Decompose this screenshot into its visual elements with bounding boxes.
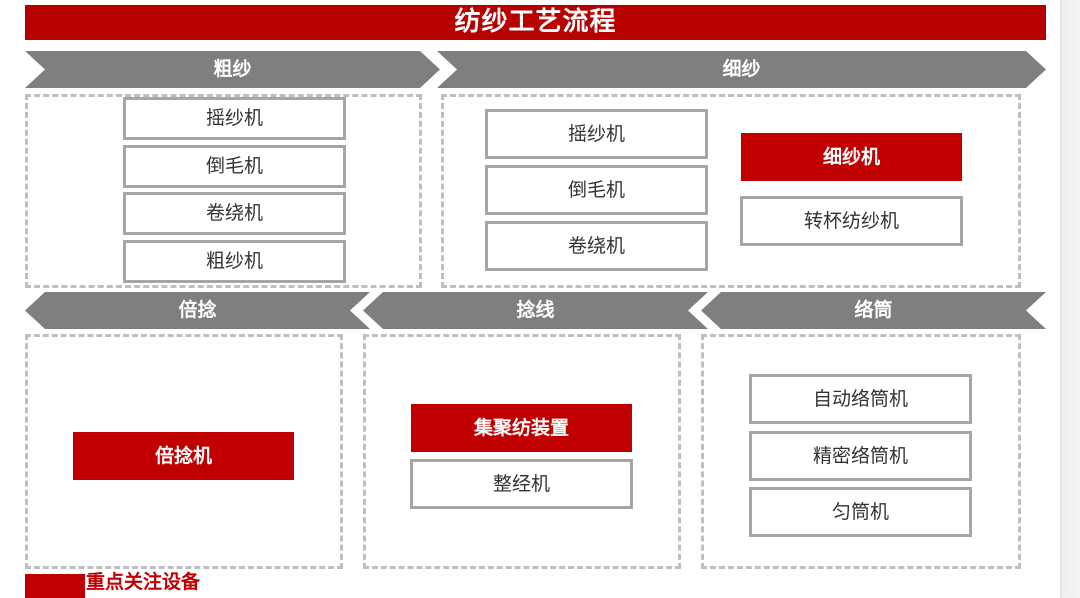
machine-box-winding-spinning: 卷绕机 — [485, 221, 708, 271]
machine-box-reeling-roving: 摇纱机 — [123, 97, 346, 140]
stage-arrow-winding: 络筒 — [701, 292, 1046, 329]
machine-box-reeling-spinning: 摇纱机 — [485, 109, 708, 159]
window-edge — [1060, 0, 1080, 598]
machine-box-compact-spinning-highlight: 集聚纺装置 — [411, 404, 632, 452]
stage-arrow-doubling: 倍捻 — [25, 292, 370, 329]
machine-box-ditching-spinning: 倒毛机 — [485, 165, 708, 215]
machine-box-warping: 整经机 — [410, 459, 633, 509]
machine-box-roving-frame: 粗纱机 — [123, 240, 346, 283]
panel-roving — [25, 94, 422, 288]
panel-doubling — [25, 334, 343, 569]
legend-label: 重点关注设备 — [86, 571, 201, 593]
machine-box-winding-roving: 卷绕机 — [123, 192, 346, 235]
stage-arrow-spinning: 细纱 — [437, 51, 1046, 88]
panel-twisting — [363, 334, 681, 569]
panel-spinning — [441, 94, 1021, 288]
machine-box-auto-winder: 自动络筒机 — [749, 374, 972, 424]
legend-swatch — [25, 574, 85, 598]
machine-box-spinning-frame-highlight: 细纱机 — [741, 133, 962, 181]
diagram-title: 纺纱工艺流程 — [25, 5, 1046, 40]
machine-box-ditching-roving: 倒毛机 — [123, 145, 346, 188]
machine-box-rotor-spinning: 转杯纺纱机 — [740, 196, 963, 246]
stage-arrow-roving: 粗纱 — [25, 51, 440, 88]
panel-winding — [701, 334, 1021, 569]
stage-arrow-twisting: 捻线 — [363, 292, 708, 329]
machine-box-precision-winder: 精密络筒机 — [749, 431, 972, 481]
machine-box-even-winder: 匀筒机 — [749, 487, 972, 537]
machine-box-two-for-one-twister-highlight: 倍捻机 — [73, 432, 294, 480]
